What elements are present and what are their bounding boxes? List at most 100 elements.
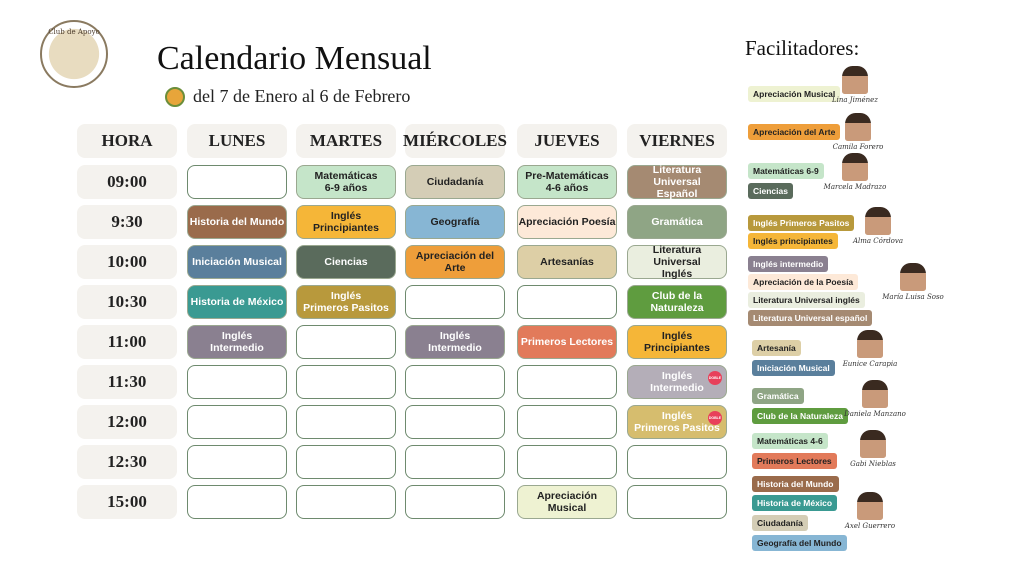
subject-tag: Historia del Mundo — [752, 476, 839, 492]
club-badge-icon — [165, 86, 185, 107]
facilitator-name: Eunice Carapia — [842, 360, 898, 368]
class-cell[interactable]: Apreciación Poesía — [517, 205, 617, 239]
class-cell[interactable]: Inglés Intermedio — [405, 325, 505, 359]
class-label: Gramática — [651, 216, 703, 228]
column-header: LUNES — [187, 124, 287, 158]
column-header: VIERNES — [627, 124, 727, 158]
subject-tag: Ciencias — [748, 183, 793, 199]
time-slot: 9:30 — [77, 205, 177, 239]
subject-tag: Primeros Lectores — [752, 453, 837, 469]
subject-tag: Inglés principiantes — [748, 233, 838, 249]
empty-cell[interactable] — [187, 445, 287, 479]
time-slot: 15:00 — [77, 485, 177, 519]
empty-cell[interactable] — [517, 405, 617, 439]
class-label: Pre-Matemáticas 4-6 años — [525, 170, 609, 194]
subject-tag: Geografía del Mundo — [752, 535, 847, 551]
class-cell[interactable]: Historia de México — [187, 285, 287, 319]
facilitator: Daniela Manzano — [835, 380, 915, 418]
empty-cell[interactable] — [517, 445, 617, 479]
subject-tag: Artesanía — [752, 340, 801, 356]
time-slot: 12:00 — [77, 405, 177, 439]
class-label: Inglés Intermedio — [650, 370, 704, 394]
empty-cell[interactable] — [296, 405, 396, 439]
class-cell[interactable]: Gramática — [627, 205, 727, 239]
double-badge: DOBLE — [708, 371, 722, 385]
class-cell[interactable]: Iniciación Musical — [187, 245, 287, 279]
empty-cell[interactable] — [187, 365, 287, 399]
empty-cell[interactable] — [517, 285, 617, 319]
column-header: HORA — [77, 124, 177, 158]
class-label: Matemáticas 6-9 años — [314, 170, 378, 194]
empty-cell[interactable] — [187, 165, 287, 199]
class-label: Geografía — [430, 216, 480, 228]
class-label: Artesanías — [540, 256, 594, 268]
class-cell[interactable]: Ciudadanía — [405, 165, 505, 199]
facilitator-name: María Luisa Soso — [882, 293, 944, 301]
empty-cell[interactable] — [405, 485, 505, 519]
class-cell[interactable]: Historia del Mundo — [187, 205, 287, 239]
class-label: Ciudadanía — [426, 176, 484, 188]
double-badge: DOBLE — [708, 411, 722, 425]
column-header: MIÉRCOLES — [403, 124, 507, 158]
class-cell[interactable]: Inglés Primeros Pasitos — [296, 285, 396, 319]
facilitator: Alma Córdova — [838, 207, 918, 245]
class-cell[interactable]: Inglés Principiantes — [296, 205, 396, 239]
empty-cell[interactable] — [187, 405, 287, 439]
subject-tag: Apreciación Musical — [748, 86, 841, 102]
class-cell[interactable]: Literatura Universal Inglés — [627, 244, 727, 280]
facilitator-photo — [860, 430, 886, 458]
facilitator-photo — [845, 113, 871, 141]
facilitator-photo — [862, 380, 888, 408]
class-cell[interactable]: Matemáticas 6-9 años — [296, 165, 396, 199]
facilitator-name: Axel Guerrero — [844, 522, 896, 530]
class-label: Inglés Primeros Pasitos — [303, 290, 389, 314]
class-cell[interactable]: Club de la Naturaleza — [627, 285, 727, 319]
empty-cell[interactable] — [187, 485, 287, 519]
class-label: Inglés Intermedio — [428, 330, 482, 354]
facilitators-title: Facilitadores: — [745, 36, 860, 60]
class-label: Apreciación Musical — [536, 490, 598, 514]
subject-tag: Ciudadanía — [752, 515, 808, 531]
class-cell[interactable]: Inglés Principiantes — [627, 325, 727, 359]
facilitator-photo — [857, 330, 883, 358]
facilitator-name: Lina Jiménez — [832, 96, 878, 104]
time-slot: 11:00 — [77, 325, 177, 359]
subject-tag: Apreciación del Arte — [748, 124, 841, 140]
empty-cell[interactable] — [405, 285, 505, 319]
class-label: Primeros Lectores — [520, 336, 614, 348]
class-cell[interactable]: Ciencias — [296, 245, 396, 279]
facilitator-name: Marcela Madrazo — [823, 183, 887, 191]
class-cell[interactable]: Pre-Matemáticas 4-6 años — [517, 165, 617, 199]
facilitator: María Luisa Soso — [873, 263, 953, 301]
class-cell[interactable]: Apreciación del Arte — [405, 245, 505, 279]
class-cell[interactable]: Artesanías — [517, 245, 617, 279]
subject-tag: Literatura Universal español — [748, 310, 873, 326]
empty-cell[interactable] — [296, 365, 396, 399]
facilitator: Eunice Carapia — [830, 330, 910, 368]
empty-cell[interactable] — [627, 485, 727, 519]
page-title: Calendario Mensual — [157, 40, 432, 77]
column-header: MARTES — [296, 124, 396, 158]
class-cell[interactable]: Inglés Intermedio DOBLE — [627, 365, 727, 399]
empty-cell[interactable] — [405, 365, 505, 399]
class-cell[interactable]: Geografía — [405, 205, 505, 239]
class-cell[interactable]: Apreciación Musical — [517, 485, 617, 519]
date-range: del 7 de Enero al 6 de Febrero — [165, 86, 410, 107]
empty-cell[interactable] — [405, 445, 505, 479]
empty-cell[interactable] — [517, 365, 617, 399]
class-label: Literatura Universal Español — [652, 164, 702, 200]
empty-cell[interactable] — [405, 405, 505, 439]
empty-cell[interactable] — [296, 445, 396, 479]
class-cell[interactable]: Primeros Lectores — [517, 325, 617, 359]
empty-cell[interactable] — [296, 325, 396, 359]
subject-tag: Literatura Universal inglés — [748, 292, 865, 308]
class-label: Inglés Primeros Pasitos — [634, 410, 720, 434]
subject-tag: Club de la Naturaleza — [752, 408, 848, 424]
class-cell[interactable]: Literatura Universal Español — [627, 164, 727, 200]
subject-tag: Gramática — [752, 388, 804, 404]
empty-cell[interactable] — [627, 445, 727, 479]
empty-cell[interactable] — [296, 485, 396, 519]
class-cell[interactable]: Inglés Intermedio — [187, 325, 287, 359]
class-label: Ciencias — [324, 256, 368, 268]
